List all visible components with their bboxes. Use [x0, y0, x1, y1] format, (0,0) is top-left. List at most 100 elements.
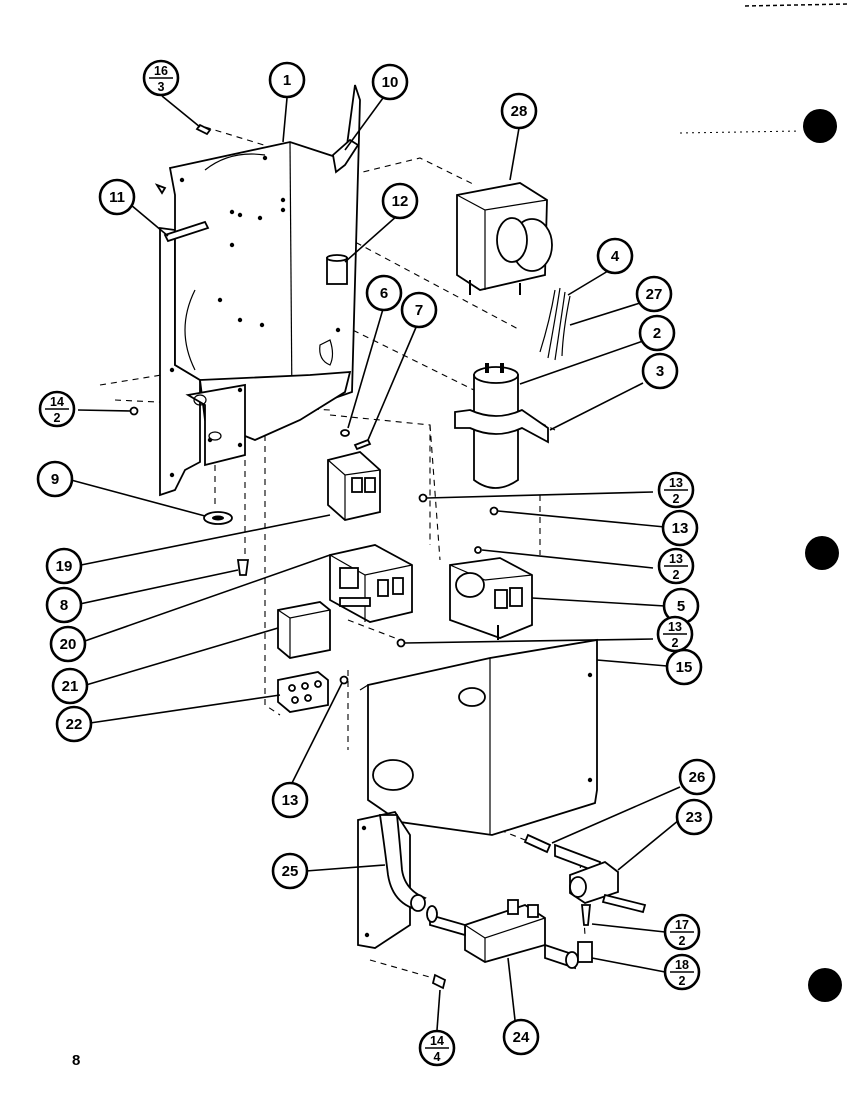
callout-1-label: 1	[283, 72, 291, 89]
control-box-part-1	[159, 84, 361, 497]
terminal-block-part-22	[277, 671, 329, 713]
callout-19-label: 19	[56, 558, 73, 575]
callout-20-label: 20	[60, 636, 77, 653]
bushing-part-12	[326, 254, 348, 285]
fraction-16-3-bottom: 3	[158, 80, 165, 94]
binder-hole-middle	[805, 536, 839, 570]
callout-27: 27	[635, 275, 673, 313]
callout-25: 25	[271, 852, 309, 890]
fraction-16-3-top: 16	[154, 64, 168, 78]
clip-detail	[154, 183, 167, 195]
callout-6-label: 6	[380, 285, 388, 302]
callout-28-label: 28	[511, 103, 528, 120]
fraction-18-2-top: 18	[675, 958, 689, 972]
fraction-13-2-c-bottom: 2	[672, 636, 679, 650]
screw-part-14-top	[129, 406, 139, 416]
fraction-13-2-c-top: 13	[668, 620, 682, 634]
screw-part-13-b	[489, 506, 499, 516]
callout-2-label: 2	[653, 325, 661, 342]
screw-part-13-e	[339, 675, 349, 685]
fraction-13-2-a-top: 13	[669, 476, 683, 490]
fraction-14-4-top: 14	[430, 1034, 444, 1048]
valve-part-23	[554, 843, 647, 914]
relay-cover-part-21	[277, 601, 331, 659]
binder-hole-bottom	[808, 968, 842, 1002]
callout-15: 15	[665, 648, 703, 686]
strip-part-11	[163, 220, 210, 243]
fraction-14-4-bottom: 4	[434, 1050, 441, 1064]
fitting-part-17	[581, 904, 591, 926]
callout-5-label: 5	[677, 598, 685, 615]
callout-10: 10	[371, 63, 409, 101]
callout-8-label: 8	[60, 597, 68, 614]
screw-part-14-bottom	[431, 973, 447, 990]
callout-7: 7	[400, 291, 438, 329]
callout-3-label: 3	[656, 363, 664, 380]
screw-part-7	[353, 438, 372, 451]
callout-26-label: 26	[689, 769, 706, 786]
callout-22-label: 22	[66, 716, 83, 733]
fraction-17-2-bottom: 2	[679, 934, 686, 948]
grommet-part-9	[203, 511, 233, 525]
callout-9-label: 9	[51, 471, 59, 488]
fraction-14-2-top: 14	[50, 395, 64, 409]
tube-part-26	[523, 833, 552, 854]
callout-4: 4	[596, 237, 634, 275]
time-delay-part-5	[449, 557, 533, 640]
callout-12-label: 12	[392, 193, 409, 210]
callout-13-bottom: 13	[271, 781, 309, 819]
callout-11: 11	[98, 178, 136, 216]
screw-part-16	[195, 123, 212, 136]
clip-part-10	[332, 138, 360, 174]
callout-24: 24	[502, 1018, 540, 1056]
side-panel-part-15	[359, 638, 598, 836]
relay-part-20	[329, 544, 413, 623]
callout-22: 22	[55, 705, 93, 743]
callout-8: 8	[45, 586, 83, 624]
callout-13-right: 13	[661, 509, 699, 547]
binder-hole-top	[803, 109, 837, 143]
scan-artifact-dots	[679, 130, 801, 134]
fraction-18-2-bottom: 2	[679, 974, 686, 988]
leader-lines	[70, 95, 681, 1031]
callout-24-label: 24	[513, 1029, 530, 1046]
screw-part-6	[340, 429, 350, 437]
callout-3: 3	[641, 352, 679, 390]
fraction-callout-17-2: 17 2	[663, 913, 701, 951]
callout-25-label: 25	[282, 863, 299, 880]
callout-12: 12	[381, 182, 419, 220]
fraction-13-2-b-top: 13	[669, 552, 683, 566]
fraction-callout-18-2: 18 2	[663, 953, 701, 991]
screw-part-8	[236, 559, 250, 576]
scan-artifact-line	[744, 3, 848, 7]
fraction-13-2-a-bottom: 2	[673, 492, 680, 506]
fraction-13-2-b-bottom: 2	[673, 568, 680, 582]
screw-part-13-c	[474, 546, 482, 554]
callout-28: 28	[500, 92, 538, 130]
fraction-callout-16-3: 16 3	[142, 59, 180, 97]
mounting-strap-part-3	[454, 408, 549, 444]
callout-13-bottom-label: 13	[282, 792, 299, 809]
callout-11-label: 11	[109, 189, 125, 206]
nut-part-18	[577, 941, 593, 963]
fraction-callout-13-2-a: 13 2	[657, 471, 695, 509]
callout-2: 2	[638, 314, 676, 352]
callout-4-label: 4	[611, 248, 620, 265]
callout-19: 19	[45, 547, 83, 585]
fraction-callout-13-2-c: 13 2	[656, 615, 694, 653]
callout-26: 26	[678, 758, 716, 796]
wire-harness-part-4	[539, 287, 571, 361]
callout-1: 1	[268, 61, 306, 99]
fraction-14-2-bottom: 2	[54, 411, 61, 425]
callout-10-label: 10	[382, 74, 399, 91]
callout-9: 9	[36, 460, 74, 498]
contactor-part-19	[327, 451, 381, 521]
transformer-part-28	[456, 182, 553, 295]
callout-20: 20	[49, 625, 87, 663]
page-number: 8	[72, 1052, 81, 1069]
callout-21-label: 21	[62, 678, 79, 695]
callout-21: 21	[51, 667, 89, 705]
callout-6: 6	[365, 274, 403, 312]
callout-27-label: 27	[646, 286, 663, 303]
